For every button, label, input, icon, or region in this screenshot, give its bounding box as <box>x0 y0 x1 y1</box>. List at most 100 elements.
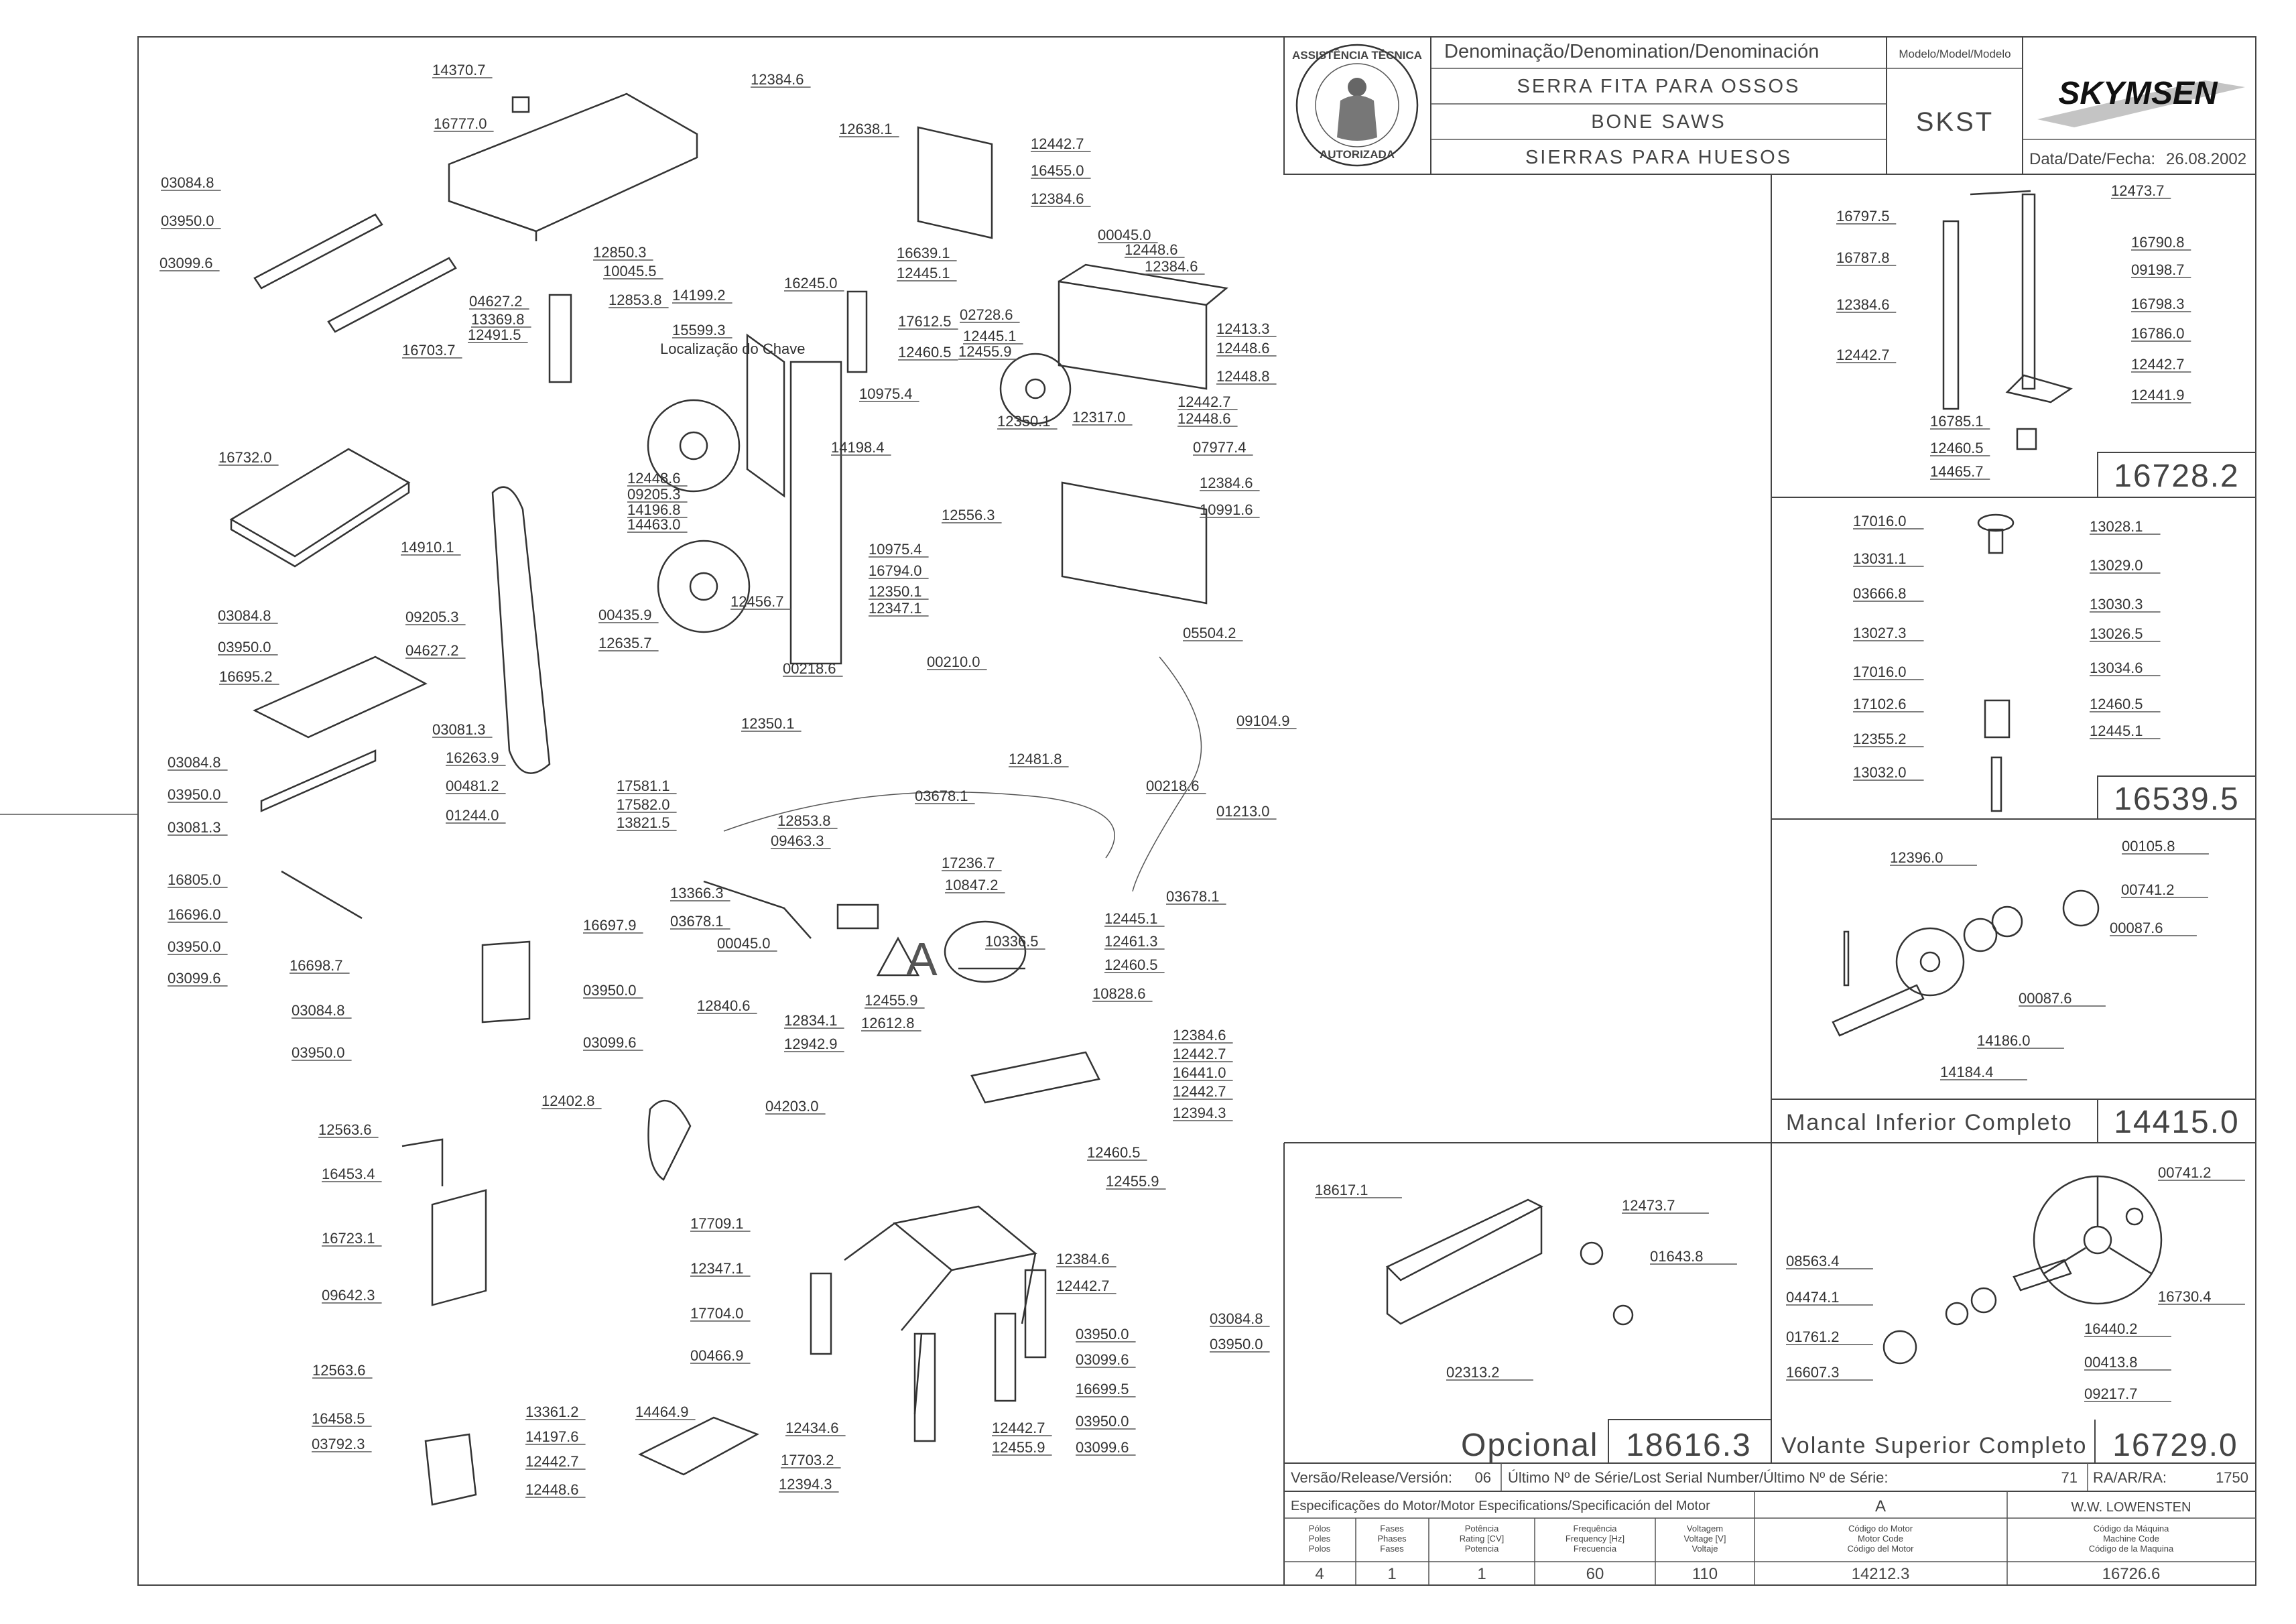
machine-name-en: BONE SAWS <box>1591 111 1726 133</box>
release-row: Versão/Release/Versión: 06 Último Nº de … <box>1284 1462 2256 1492</box>
part-label-03950.0: 03950.0 <box>168 786 221 803</box>
part-label-16798.3: 16798.3 <box>2131 296 2185 312</box>
part-label-17102.6: 17102.6 <box>1853 696 1907 712</box>
part-label-16697.9: 16697.9 <box>583 917 637 934</box>
part-label-00105.8: 00105.8 <box>2122 838 2175 855</box>
part-label-12491.5: 12491.5 <box>468 326 521 343</box>
authorized-service-seal: ASSISTÊNCIA TÉCNICA AUTORIZADA <box>1292 44 1422 167</box>
part-label-12563.6: 12563.6 <box>318 1121 372 1138</box>
spec-header-line: Fases <box>1380 1523 1404 1534</box>
spec-value: 14212.3 <box>1852 1565 1910 1583</box>
skymsen-logo: SKYMSEN <box>2037 76 2245 127</box>
part-label-12448.8: 12448.8 <box>1216 368 1270 385</box>
part-label-00741.2: 00741.2 <box>2158 1164 2212 1181</box>
part-label-12317.0: 12317.0 <box>1072 409 1126 426</box>
part-label-09104.9: 09104.9 <box>1236 712 1290 729</box>
part-label-17612.5: 17612.5 <box>898 313 952 330</box>
part-label-12434.6: 12434.6 <box>785 1420 839 1436</box>
part-label-13821.5: 13821.5 <box>617 814 670 831</box>
spec-header-line: Motor Code <box>1858 1534 1903 1544</box>
model-value: SKST <box>1916 107 1994 137</box>
part-label-03099.6: 03099.6 <box>168 970 221 987</box>
mancal-title: Mancal Inferior Completo <box>1786 1110 2073 1135</box>
spec-value: 60 <box>1586 1565 1604 1583</box>
part-label-13031.1: 13031.1 <box>1853 550 1907 567</box>
spec-header-line: Voltagem <box>1687 1523 1723 1534</box>
part-label-00087.6: 00087.6 <box>2110 920 2163 936</box>
part-label-12442.7: 12442.7 <box>992 1420 1045 1436</box>
part-label-12384.6: 12384.6 <box>1031 190 1084 207</box>
part-label-12460.5: 12460.5 <box>1087 1144 1141 1161</box>
part-label-12456.7: 12456.7 <box>730 593 784 610</box>
part-label-14370.7: 14370.7 <box>432 62 486 78</box>
part-label-02313.2: 02313.2 <box>1446 1364 1500 1381</box>
part-label-03666.8: 03666.8 <box>1853 585 1907 602</box>
part-label-00435.9: 00435.9 <box>598 607 652 623</box>
part-label-17704.0: 17704.0 <box>690 1305 744 1322</box>
part-label-12394.3: 12394.3 <box>779 1476 832 1493</box>
part-label-16805.0: 16805.0 <box>168 871 221 888</box>
part-label-13369.8: 13369.8 <box>471 311 525 328</box>
part-label-12384.6: 12384.6 <box>751 71 804 88</box>
part-label-09217.7: 09217.7 <box>2084 1385 2138 1402</box>
spec-header-line: Phases <box>1377 1534 1407 1544</box>
part-label-12355.2: 12355.2 <box>1853 731 1907 747</box>
part-label-03084.8: 03084.8 <box>161 174 214 191</box>
part-label-03084.8: 03084.8 <box>218 607 271 624</box>
part-label-09642.3: 09642.3 <box>322 1287 375 1304</box>
part-label-04474.1: 04474.1 <box>1786 1289 1840 1306</box>
machine-name-pt: SERRA FITA PARA OSSOS <box>1517 76 1801 97</box>
part-label-16458.5: 16458.5 <box>312 1410 365 1427</box>
spec-value: 110 <box>1692 1565 1718 1583</box>
part-label-12413.3: 12413.3 <box>1216 320 1270 337</box>
part-label-12638.1: 12638.1 <box>839 121 893 137</box>
volante-title: Volante Superior Completo <box>1781 1433 2087 1458</box>
spec-header-line: Frequência <box>1573 1523 1617 1534</box>
part-label-00741.2: 00741.2 <box>2121 881 2175 898</box>
part-label-16787.8: 16787.8 <box>1836 249 1890 266</box>
part-label-01244.0: 01244.0 <box>446 807 499 824</box>
model-header: Modelo/Model/Modelo <box>1899 48 2011 60</box>
part-label-16639.1: 16639.1 <box>897 245 950 261</box>
part-label-14186.0: 14186.0 <box>1977 1032 2031 1049</box>
part-label-15599.3: 15599.3 <box>672 322 726 338</box>
part-label-03084.8: 03084.8 <box>292 1002 345 1019</box>
part-label-16698.7: 16698.7 <box>290 957 343 974</box>
part-label-12442.7: 12442.7 <box>525 1453 579 1470</box>
part-label-04627.2: 04627.2 <box>469 293 523 310</box>
spec-value: 4 <box>1315 1565 1324 1583</box>
motor-a-label: A <box>1875 1497 1886 1515</box>
title-block: ASSISTÊNCIA TÉCNICA AUTORIZADA Denominaç… <box>1283 36 2256 175</box>
part-label-10975.4: 10975.4 <box>859 385 913 402</box>
part-label-16441.0: 16441.0 <box>1173 1064 1226 1081</box>
part-label-12853.8: 12853.8 <box>609 292 662 308</box>
part-label-12612.8: 12612.8 <box>861 1015 915 1032</box>
part-label-13027.3: 13027.3 <box>1853 625 1907 641</box>
part-label-03084.8: 03084.8 <box>168 754 221 771</box>
part-label-14184.4: 14184.4 <box>1940 1064 1994 1080</box>
part-label-17581.1: 17581.1 <box>617 777 670 794</box>
part-label-13032.0: 13032.0 <box>1853 764 1907 781</box>
part-label-09198.7: 09198.7 <box>2131 261 2185 278</box>
part-label-18617.1: 18617.1 <box>1315 1182 1368 1198</box>
part-label-13034.6: 13034.6 <box>2090 660 2143 676</box>
part-label-17582.0: 17582.0 <box>617 796 670 813</box>
part-label-12384.6: 12384.6 <box>1056 1251 1110 1267</box>
part-label-10991.6: 10991.6 <box>1200 501 1253 518</box>
part-label-03678.1: 03678.1 <box>670 913 724 930</box>
opcional-title: Opcional <box>1461 1428 1598 1463</box>
motor-spec-table: Especificações do Motor/Motor Especifica… <box>1284 1491 2256 1585</box>
part-label-16785.1: 16785.1 <box>1930 413 1984 430</box>
part-label-16730.4: 16730.4 <box>2158 1288 2212 1305</box>
part-label-03950.0: 03950.0 <box>1076 1413 1129 1430</box>
part-label-12394.3: 12394.3 <box>1173 1105 1226 1121</box>
part-label-12445.1: 12445.1 <box>897 265 950 282</box>
part-label-12445.1: 12445.1 <box>2090 723 2143 739</box>
part-label-01213.0: 01213.0 <box>1216 803 1270 820</box>
motor-maker: W.W. LOWENSTEN <box>2071 1500 2191 1515</box>
part-label-12448.6: 12448.6 <box>1177 410 1231 427</box>
part-label-12448.6: 12448.6 <box>1216 340 1270 357</box>
part-label-08563.4: 08563.4 <box>1786 1253 1840 1269</box>
part-labels-volante: 00741.208563.404474.101761.216607.316730… <box>1786 1164 2245 1402</box>
